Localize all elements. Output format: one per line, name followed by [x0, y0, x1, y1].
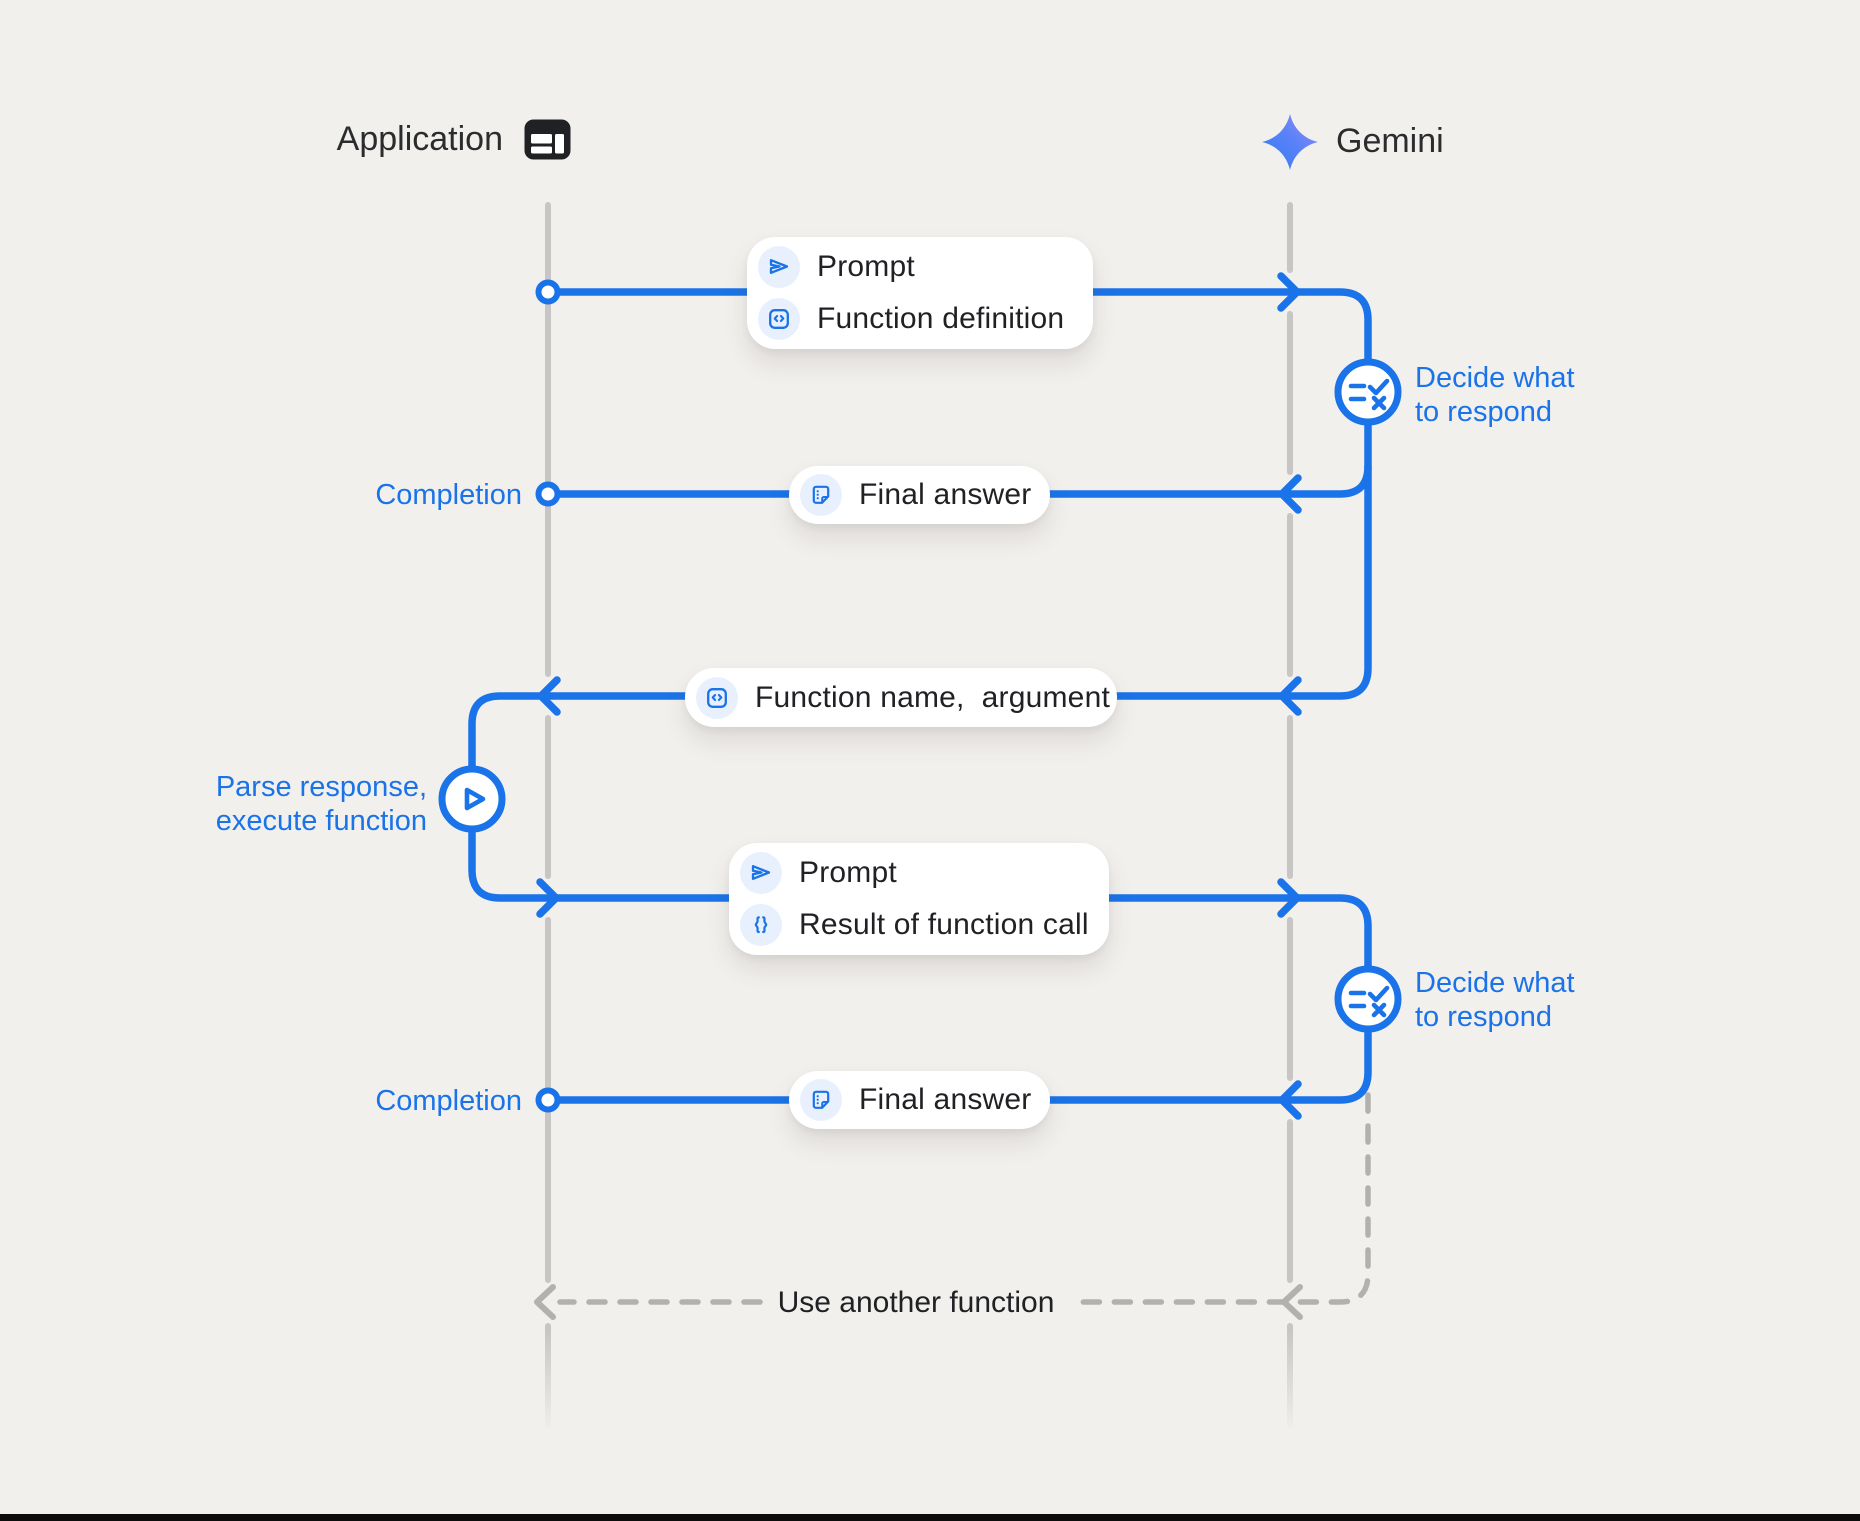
parse-execute-label: Parse response, execute function [180, 770, 427, 838]
message-card-final-answer-1: Final answer [789, 466, 1050, 524]
card-label: Result of function call [799, 907, 1089, 941]
path-parse-loop [468, 692, 744, 902]
code-box-icon [696, 676, 738, 719]
loop-dashed-path [557, 1092, 1371, 1305]
card-label: Prompt [817, 250, 915, 284]
completion-label-1: Completion [375, 479, 522, 511]
message-card-function-name-argument: Function name, argument [685, 668, 1117, 727]
card-label: Final answer [859, 1083, 1032, 1116]
play-icon [464, 787, 486, 811]
ring-node [535, 1087, 561, 1113]
lifeline-fadeout [0, 1330, 1860, 1460]
card-row: Function definition [747, 297, 1093, 340]
send-icon [758, 246, 800, 289]
card-label: Function name, argument [755, 680, 1110, 714]
arrow-left-icon [537, 676, 561, 716]
execute-circle [438, 765, 506, 833]
card-row: Prompt [729, 852, 1109, 895]
completion-label-2: Completion [375, 1085, 522, 1117]
gemini-title: Gemini [1336, 122, 1444, 160]
message-card-prompt-result: Prompt Result of function call [729, 843, 1109, 955]
code-box-icon [758, 297, 800, 340]
gemini-star-icon [1262, 114, 1318, 170]
arrow-right-icon [1277, 272, 1301, 312]
parse-execute-line2: execute function [215, 805, 427, 837]
decide-rules-icon [1348, 985, 1390, 1018]
path-msg2 [544, 462, 1372, 498]
path-msg1 [544, 288, 1372, 700]
braces-icon [740, 903, 782, 946]
parse-execute-line1: Parse response, [215, 771, 427, 803]
arrow-left-icon [1278, 1080, 1302, 1120]
card-label: Function definition [817, 301, 1065, 335]
card-row: Result of function call [729, 903, 1109, 946]
decide-line2: to respond [1415, 396, 1553, 428]
message-card-prompt-function-definition: Prompt Function definition [747, 237, 1093, 349]
decide-label-2: Decide what to respond [1415, 966, 1575, 1034]
send-icon [740, 852, 782, 895]
note-icon [800, 1079, 842, 1121]
decide-circle-1 [1334, 358, 1402, 426]
arrow-left-icon [1278, 676, 1302, 716]
origin-rings [535, 279, 561, 1113]
card-label: Prompt [799, 856, 897, 890]
card-row: Function name, argument [685, 676, 1117, 719]
card-row: Prompt [747, 246, 1093, 289]
arrow-left-icon [1278, 474, 1302, 514]
arrow-right-icon [536, 878, 560, 918]
note-icon [800, 474, 842, 516]
message-card-final-answer-2: Final answer [789, 1071, 1050, 1129]
bottom-bar [0, 1514, 1860, 1521]
decide-circle-2 [1334, 965, 1402, 1033]
card-row: Final answer [789, 1079, 1050, 1121]
ring-node [535, 481, 561, 507]
loop-arrowhead-icon [534, 1284, 1303, 1320]
decide-line2: to respond [1415, 1001, 1553, 1033]
decide-line1: Decide what [1415, 362, 1575, 394]
application-window-icon [524, 119, 571, 160]
arrow-right-icon [1277, 878, 1301, 918]
card-label: Final answer [859, 478, 1032, 511]
decide-label-1: Decide what to respond [1415, 361, 1575, 429]
ring-node [535, 279, 561, 305]
decide-line1: Decide what [1415, 967, 1575, 999]
use-another-function-label: Use another function [777, 1286, 1055, 1319]
card-row: Final answer [789, 474, 1050, 516]
application-title: Application [336, 120, 503, 158]
arrowheads [536, 272, 1302, 1120]
decide-rules-icon [1348, 378, 1390, 411]
